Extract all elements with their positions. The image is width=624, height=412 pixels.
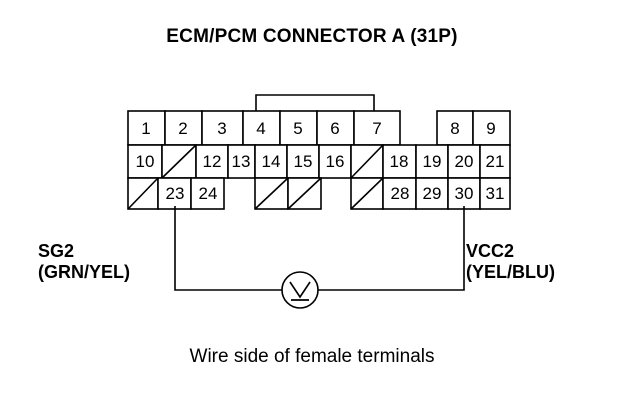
pin-27-hatch	[350, 177, 384, 210]
vcc2-wire-color: (YEL/BLU)	[466, 262, 555, 282]
pin-label: 2	[178, 119, 187, 138]
voltmeter-icon	[281, 271, 319, 309]
pin-cell-4	[242, 110, 281, 146]
pin-label: 24	[199, 184, 218, 203]
pin-label: 29	[423, 184, 442, 203]
pin-label: 1	[141, 119, 150, 138]
vcc2-wire-label: VCC2 (YEL/BLU)	[466, 241, 555, 283]
diagram-caption: Wire side of female terminals	[189, 346, 435, 367]
diagram-title: ECM/PCM CONNECTOR A (31P)	[166, 26, 458, 47]
vcc2-terminal-name: VCC2	[466, 241, 515, 261]
sg2-terminal-name: SG2	[38, 241, 75, 261]
pin-26-hatch	[287, 177, 322, 210]
pin-cell-24	[190, 177, 225, 210]
pin-label: 7	[372, 119, 381, 138]
connector-row-1	[127, 110, 511, 146]
sg2-wire-label: SG2 (GRN/YEL)	[38, 241, 130, 283]
pin-cell-3	[201, 110, 244, 146]
pin-label: 9	[486, 119, 495, 138]
pin-label: 10	[136, 152, 155, 171]
lead-wire-sg2	[174, 206, 282, 291]
pin-cell-7	[353, 110, 401, 146]
pin-label: 18	[390, 152, 409, 171]
pin-cell-13	[227, 144, 256, 179]
pin-25-hatch	[254, 177, 289, 210]
pin-label: 5	[293, 119, 302, 138]
pin-label: 8	[450, 119, 459, 138]
pin-cell-19	[415, 144, 449, 179]
pin-label: 30	[455, 184, 474, 203]
sg2-wire-color: (GRN/YEL)	[38, 262, 130, 282]
lead-wire-vcc2	[318, 206, 465, 291]
pin-label: 16	[326, 152, 345, 171]
pin-label: 21	[486, 152, 505, 171]
pin-label: 23	[166, 184, 185, 203]
pin-label: 31	[486, 184, 505, 203]
pin-label: 20	[455, 152, 474, 171]
pin-22-hatch	[127, 177, 159, 210]
pin-label: 13	[232, 152, 251, 171]
pin-label: 28	[391, 184, 410, 203]
pin-17-hatch	[350, 144, 384, 179]
pin-label: 6	[330, 119, 339, 138]
pin-cell-29	[415, 177, 449, 210]
pin-cell-9	[472, 110, 511, 146]
pin-cell-15	[286, 144, 320, 179]
pin-cell-31	[479, 177, 511, 210]
pin-label: 12	[203, 152, 222, 171]
pin-label: 15	[294, 152, 313, 171]
connector-key-tab	[255, 94, 375, 111]
pin-cell-18	[382, 144, 417, 179]
row-2-labels: 10 12 13 14 15 16 18 19 20 21	[136, 152, 505, 171]
pin-11-hatch	[161, 144, 197, 179]
pin-label: 3	[217, 119, 226, 138]
pin-label: 4	[256, 119, 265, 138]
connector-row-3	[127, 177, 511, 210]
pin-label: 19	[423, 152, 442, 171]
pin-label: 14	[262, 152, 281, 171]
connector-row-2	[127, 144, 511, 179]
row-3-labels: 23 24 28 29 30 31	[166, 184, 505, 203]
pin-cell-6	[316, 110, 355, 146]
row-1-labels: 1 2 3 4 5 6 7 8 9	[141, 119, 495, 138]
